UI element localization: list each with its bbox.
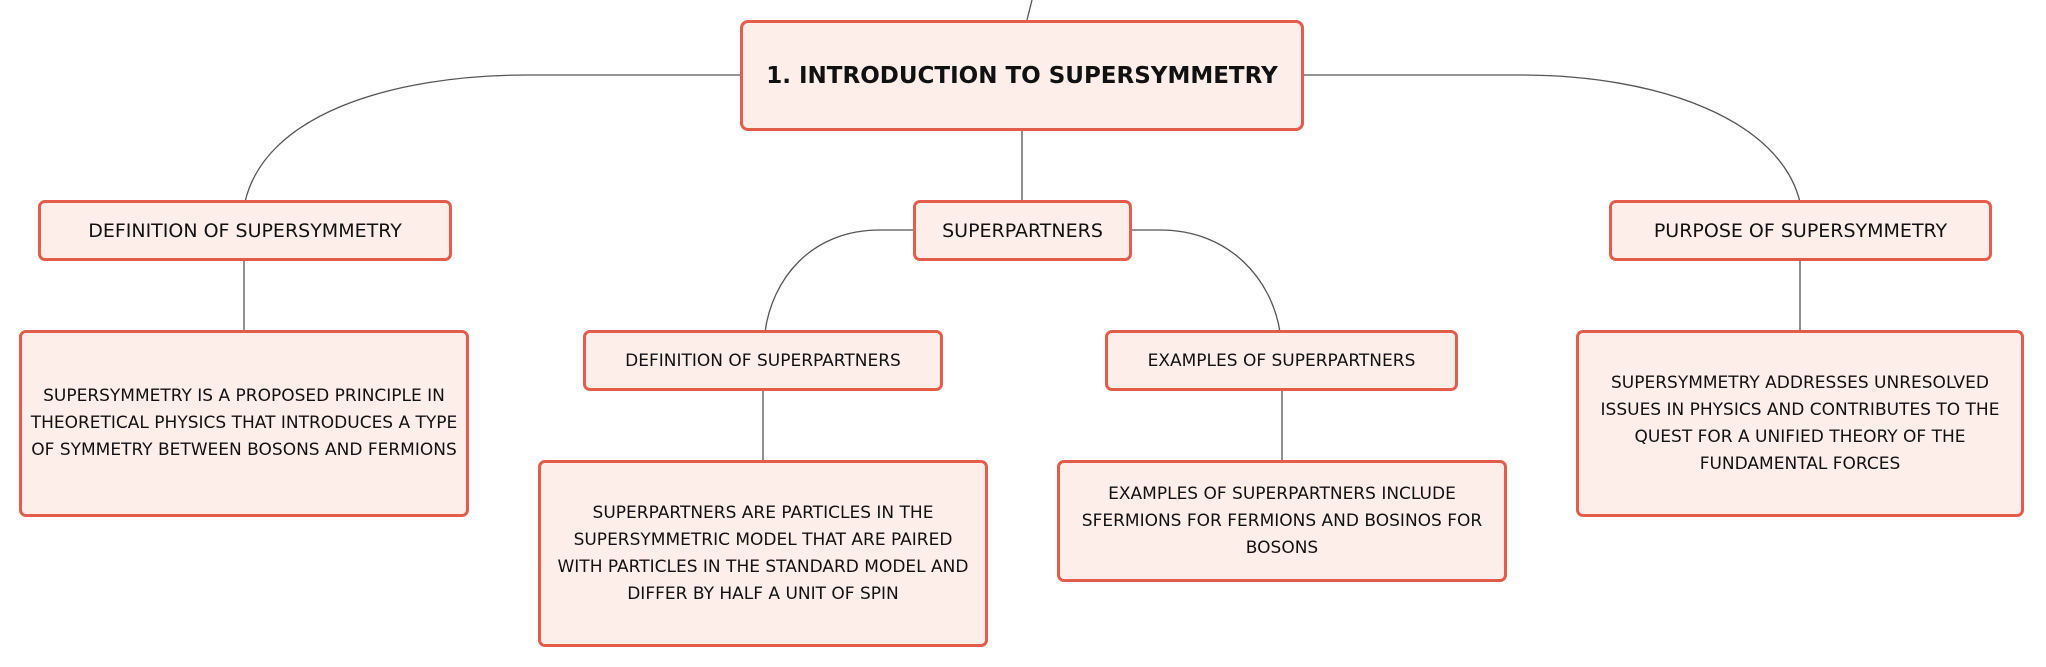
definition-of-supersymmetry-detail-node[interactable]: SUPERSYMMETRY IS A PROPOSED PRINCIPLE IN… bbox=[19, 330, 469, 517]
definition-of-superpartners-node[interactable]: DEFINITION OF SUPERPARTNERS bbox=[583, 330, 943, 391]
definition-of-supersymmetry-node[interactable]: DEFINITION OF SUPERSYMMETRY bbox=[38, 200, 452, 261]
root-node[interactable]: 1. INTRODUCTION TO SUPERSYMMETRY bbox=[740, 20, 1304, 131]
purpose-of-supersymmetry-node[interactable]: PURPOSE OF SUPERSYMMETRY bbox=[1609, 200, 1992, 261]
connector-superpartners-to-examples bbox=[1130, 229, 1281, 333]
examples-of-superpartners-node[interactable]: EXAMPLES OF SUPERPARTNERS bbox=[1105, 330, 1458, 391]
connector-superpartners-to-definition bbox=[764, 229, 915, 333]
connector-parent-to-root bbox=[1026, 0, 1033, 21]
connector-root-to-purpose bbox=[1304, 74, 1801, 203]
connector-root-to-definition bbox=[244, 74, 742, 203]
examples-of-superpartners-detail-node[interactable]: EXAMPLES OF SUPERPARTNERS INCLUDE SFERMI… bbox=[1057, 460, 1507, 582]
superpartners-node[interactable]: SUPERPARTNERS bbox=[913, 200, 1132, 261]
definition-of-superpartners-detail-node[interactable]: SUPERPARTNERS ARE PARTICLES IN THE SUPER… bbox=[538, 460, 988, 647]
purpose-of-supersymmetry-detail-node[interactable]: SUPERSYMMETRY ADDRESSES UNRESOLVED ISSUE… bbox=[1576, 330, 2024, 517]
